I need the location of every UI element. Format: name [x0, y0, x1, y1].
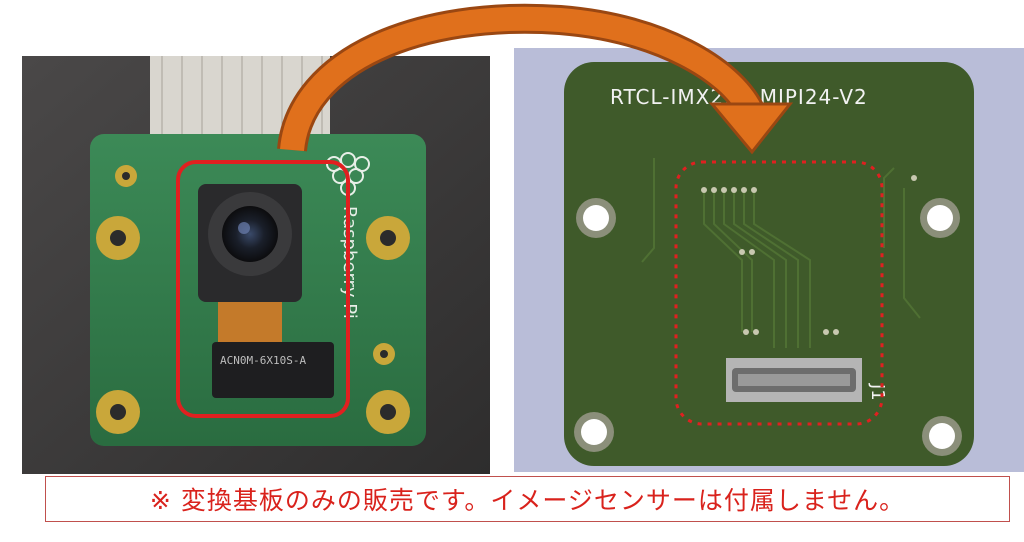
- pcb-board: [564, 62, 974, 466]
- highlight-region: [674, 160, 884, 426]
- board-label: RTCL-IMX219-MIPI24-V2: [610, 85, 868, 109]
- notice-box: ※ 変換基板のみの販売です。イメージセンサーは付属しません。: [45, 476, 1010, 522]
- pcb-traces: [641, 158, 921, 348]
- ribbon-cable: [150, 56, 330, 140]
- vias: [701, 175, 917, 335]
- connector-j1: [726, 358, 862, 402]
- notice-text: ※ 変換基板のみの販売です。イメージセンサーは付属しません。: [149, 486, 906, 515]
- connector-label: J1: [867, 383, 888, 401]
- lens: [222, 206, 278, 262]
- mounting-holes: [96, 165, 410, 434]
- highlight-frame: [176, 160, 350, 418]
- sensor-connector: [212, 342, 334, 398]
- camera-module-photo: Raspberry Pi ACN0M-6X10S-A: [22, 56, 490, 474]
- pcb-render: J1 RTCL-IMX219-MIPI24-V2: [514, 48, 1024, 472]
- board-holes: [574, 198, 962, 456]
- sensor-marking: ACN0M-6X10S-A: [220, 354, 306, 367]
